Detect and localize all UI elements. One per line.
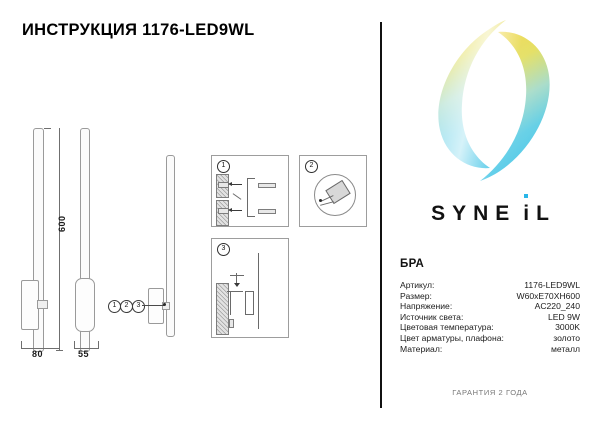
- spec-value: W60xE70XH600: [516, 290, 580, 301]
- dimension-tick-top: [44, 128, 51, 129]
- step3-wall: [216, 283, 229, 335]
- step1-arrow-lower: [231, 210, 242, 211]
- spec-label: Материал:: [400, 343, 443, 354]
- warranty-text: ГАРАНТИЯ 2 ГОДА: [452, 388, 528, 397]
- step1-pointer: [232, 193, 242, 200]
- step3-arrow-cross: [230, 275, 244, 276]
- step3-set-screw: [229, 319, 234, 328]
- callout-leader-line: [142, 305, 164, 306]
- product-type-heading: БРА: [400, 258, 425, 270]
- detail-view-tube: [166, 155, 175, 337]
- step3-insert-arrow-head: [234, 283, 240, 287]
- step1-wall: [216, 174, 229, 198]
- left-pane: 600 80 55 1 2 3 1: [21, 128, 367, 359]
- spec-label: Артикул:: [400, 280, 435, 290]
- step1-bracket-vertical: [247, 178, 248, 216]
- dimension-label-width-front: 80: [32, 349, 44, 359]
- step3-fixture-tube: [258, 253, 259, 329]
- table-row: Напряжение: AC220_240: [400, 301, 580, 312]
- spec-value: 3000K: [555, 322, 580, 333]
- callout-number-2: 2: [120, 300, 133, 313]
- step2-detail-circle: [314, 174, 356, 216]
- step1-arrow-upper: [231, 184, 242, 185]
- spec-value: LED 9W: [548, 311, 580, 322]
- logo-s-mark: [428, 18, 558, 183]
- step-badge-2: 2: [305, 160, 318, 173]
- side-view-wall-plate: [75, 278, 95, 332]
- spec-label: Размер:: [400, 290, 432, 301]
- dimension-tick-bottom: [56, 350, 63, 351]
- step-badge-1: 1: [217, 160, 230, 173]
- step1-screw-lower: [258, 209, 276, 214]
- side-view-tube: [80, 128, 90, 352]
- table-row: Источник света: LED 9W: [400, 312, 580, 323]
- dimension-line-width-80: [21, 348, 60, 349]
- spec-label: Источник света:: [400, 311, 464, 322]
- specification-table: Артикул: 1176-LED9WL Размер: W60xE70XH60…: [400, 280, 580, 354]
- front-view-tube: [33, 128, 44, 352]
- dimension-label-height: 600: [57, 215, 67, 232]
- brand-logo: [380, 18, 600, 193]
- dimension-label-width-side: 55: [78, 349, 90, 359]
- spec-label: Цвет арматуры, плафона:: [400, 332, 504, 343]
- vertical-divider: [380, 22, 382, 408]
- detail-view-connector: [162, 302, 170, 310]
- table-row: Цветовая температура: 3000K: [400, 322, 580, 333]
- step3-fixture-housing: [245, 291, 254, 315]
- step1-arrow-head-upper: [228, 182, 232, 186]
- step1-bracket-top-flange: [247, 178, 255, 179]
- step-badge-3: 3: [217, 243, 230, 256]
- step-panel-1: 1: [211, 155, 289, 227]
- step-panel-2: 2: [299, 155, 367, 227]
- spec-label: Цветовая температура:: [400, 322, 494, 333]
- specification-table-body: Артикул: 1176-LED9WL Размер: W60xE70XH60…: [400, 280, 580, 354]
- step2-wire-dot: [319, 199, 322, 202]
- step1-screw-upper: [258, 183, 276, 188]
- spec-value: золото: [553, 332, 580, 343]
- parts-callout: 1 2 3: [108, 300, 145, 313]
- step3-arm-horizontal: [227, 291, 243, 292]
- step-panel-3: 3: [211, 238, 289, 338]
- spec-value: металл: [550, 343, 580, 354]
- table-row: Цвет арматуры, плафона: золото: [400, 333, 580, 344]
- table-row: Материал: металл: [400, 344, 580, 355]
- callout-number-3: 3: [132, 300, 145, 313]
- spec-label: Напряжение:: [400, 301, 453, 312]
- step1-arrow-head-lower: [228, 208, 232, 212]
- dimension-tick-right-80: [59, 341, 60, 348]
- callout-leader-dot: [163, 303, 166, 306]
- table-row: Размер: W60xE70XH600: [400, 291, 580, 302]
- step3-arm-vertical: [230, 291, 231, 315]
- front-view-connector: [37, 300, 48, 309]
- dimension-tick-left-55: [74, 341, 75, 348]
- spec-value: AC220_240: [534, 301, 580, 312]
- dimension-line-width-55: [74, 348, 99, 349]
- brand-wordmark-part2: L: [536, 202, 556, 225]
- dimension-tick-right-55: [98, 341, 99, 348]
- brand-wordmark-i: i: [516, 194, 536, 226]
- dimension-line-height: [59, 128, 60, 350]
- brand-wordmark-part1: SYNE: [431, 202, 517, 225]
- step1-bracket-bottom-flange: [247, 216, 255, 217]
- spec-value: 1176-LED9WL: [524, 280, 580, 290]
- dimension-tick-left-80: [21, 341, 22, 348]
- step3-insert-arrow: [236, 273, 237, 285]
- table-row: Артикул: 1176-LED9WL: [400, 280, 580, 291]
- page-title: ИНСТРУКЦИЯ 1176-LED9WL: [22, 21, 255, 39]
